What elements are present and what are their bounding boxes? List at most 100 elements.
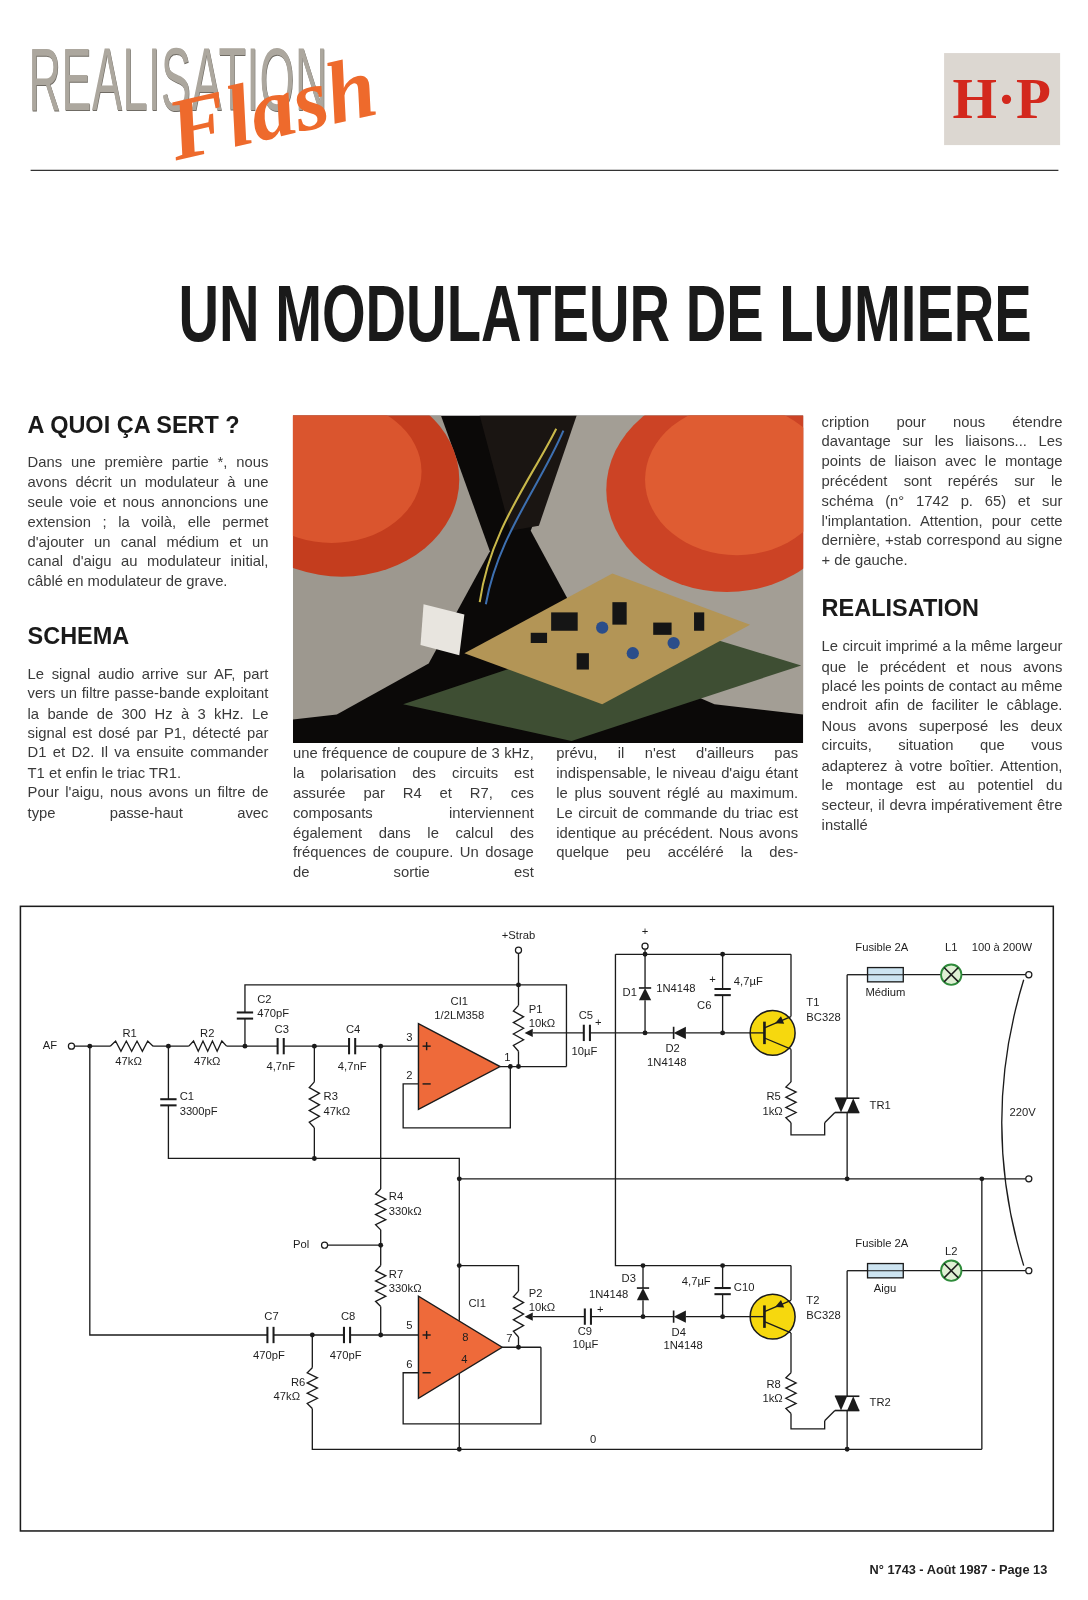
wire	[722, 954, 723, 989]
component-label: 1N4148	[589, 1288, 628, 1300]
component-label: R2	[200, 1027, 214, 1039]
wire	[615, 954, 791, 1265]
triac-symbol	[835, 1098, 847, 1112]
component	[653, 623, 671, 635]
wire	[502, 1347, 541, 1348]
component-label: CI1	[451, 995, 468, 1007]
wire	[518, 953, 519, 1005]
component-label: R1	[122, 1027, 136, 1039]
junction-dot	[87, 1044, 92, 1049]
speaker-lamp	[645, 415, 803, 555]
component-label: 330kΩ	[389, 1282, 422, 1294]
wire	[168, 1105, 459, 1320]
component-label: TR2	[870, 1396, 891, 1408]
component-label: C2	[257, 993, 271, 1005]
wire	[847, 974, 867, 975]
wire	[312, 1408, 982, 1449]
wire	[459, 1266, 518, 1292]
resistor-symbol	[189, 1041, 227, 1051]
wire	[722, 1266, 723, 1288]
symbol-line	[944, 1264, 958, 1278]
schematic	[20, 906, 1053, 1531]
junction-dot	[457, 1263, 462, 1268]
junction-dot	[310, 1333, 315, 1338]
component-label: C10	[734, 1281, 755, 1293]
emitter-arrow	[775, 1300, 784, 1308]
wire	[380, 1046, 381, 1189]
page-title: UN MODULATEUR DE LUMIERE	[179, 274, 1032, 354]
signal-name: 0	[590, 1433, 596, 1445]
symbol-line	[423, 1083, 431, 1084]
connector-block	[421, 604, 465, 655]
component-label: Fusible 2A	[855, 1237, 908, 1249]
wire	[350, 1334, 418, 1335]
wire	[846, 1411, 847, 1450]
junction-dot	[516, 1345, 521, 1350]
junction-dot	[312, 1156, 317, 1161]
resistor-symbol	[110, 1041, 153, 1051]
symbol-line	[237, 1011, 253, 1013]
junction-dot	[845, 1447, 850, 1452]
junction-dot	[643, 1030, 648, 1035]
wire	[459, 1178, 1025, 1179]
wire	[846, 1271, 847, 1397]
wire	[153, 1045, 189, 1046]
symbol-line	[637, 1287, 649, 1289]
symbol-line	[277, 1038, 279, 1054]
junction-dot	[720, 1263, 725, 1268]
pin-number: 8	[462, 1331, 468, 1343]
text-column: prévu, il n'est d'ailleurs pas indispens…	[556, 744, 798, 863]
terminal	[68, 1043, 74, 1049]
speaker-lamp	[293, 415, 459, 576]
symbol-line	[944, 968, 958, 982]
junction-dot	[457, 1447, 462, 1452]
symbol-line	[764, 1322, 791, 1333]
symbol-line	[944, 1264, 958, 1278]
wire	[642, 1300, 643, 1316]
junction-dot	[457, 1176, 462, 1181]
body-paragraph: Dans une première partie *, nous avons d…	[28, 453, 269, 592]
component-label: C6	[697, 999, 711, 1011]
component-label: 3300pF	[180, 1104, 218, 1116]
terminal	[1026, 1268, 1032, 1274]
wire	[903, 974, 941, 975]
symbol-line	[714, 988, 730, 990]
wire	[380, 1230, 381, 1266]
component-label: 4,7µF	[734, 975, 763, 987]
wiper-arrow	[525, 1313, 533, 1321]
text-column: cription pour nous étendre davantage sur…	[822, 412, 1063, 835]
component-label: 10µF	[572, 1045, 598, 1057]
symbol-line	[763, 1022, 766, 1044]
component-label: 330kΩ	[389, 1204, 422, 1216]
component-label: 1N4148	[656, 982, 695, 994]
schematic-frame	[20, 906, 1053, 1531]
logo-text: H·P	[953, 68, 1051, 129]
symbol-line	[160, 1098, 176, 1100]
symbol-line	[868, 974, 904, 975]
wire	[312, 1335, 313, 1368]
junction-dot	[516, 982, 521, 987]
lamp-symbol	[941, 1260, 961, 1280]
wire	[486, 431, 564, 605]
signal-name: 220V	[1009, 1105, 1035, 1117]
polarity-mark: +	[709, 973, 716, 985]
component-label: R7	[389, 1268, 403, 1280]
wire	[75, 1045, 111, 1046]
component-label: 470pF	[253, 1349, 285, 1361]
wire	[790, 1266, 791, 1301]
junction-dot	[979, 1176, 984, 1181]
symbol-line	[354, 1038, 356, 1054]
wire	[314, 1046, 315, 1082]
symbol-line	[714, 1293, 730, 1295]
lamp-symbol	[941, 965, 961, 985]
component-label: R6	[291, 1376, 305, 1388]
symbol-line	[673, 1027, 675, 1039]
wire	[615, 954, 791, 955]
transistor-symbol	[750, 1010, 795, 1055]
symbol-line	[348, 1038, 350, 1054]
component-label: TR1	[870, 1099, 891, 1111]
symbol-line	[764, 1038, 791, 1049]
component-label: R4	[389, 1190, 403, 1202]
mains-bracket	[1002, 980, 1024, 1266]
wire	[790, 1333, 791, 1373]
